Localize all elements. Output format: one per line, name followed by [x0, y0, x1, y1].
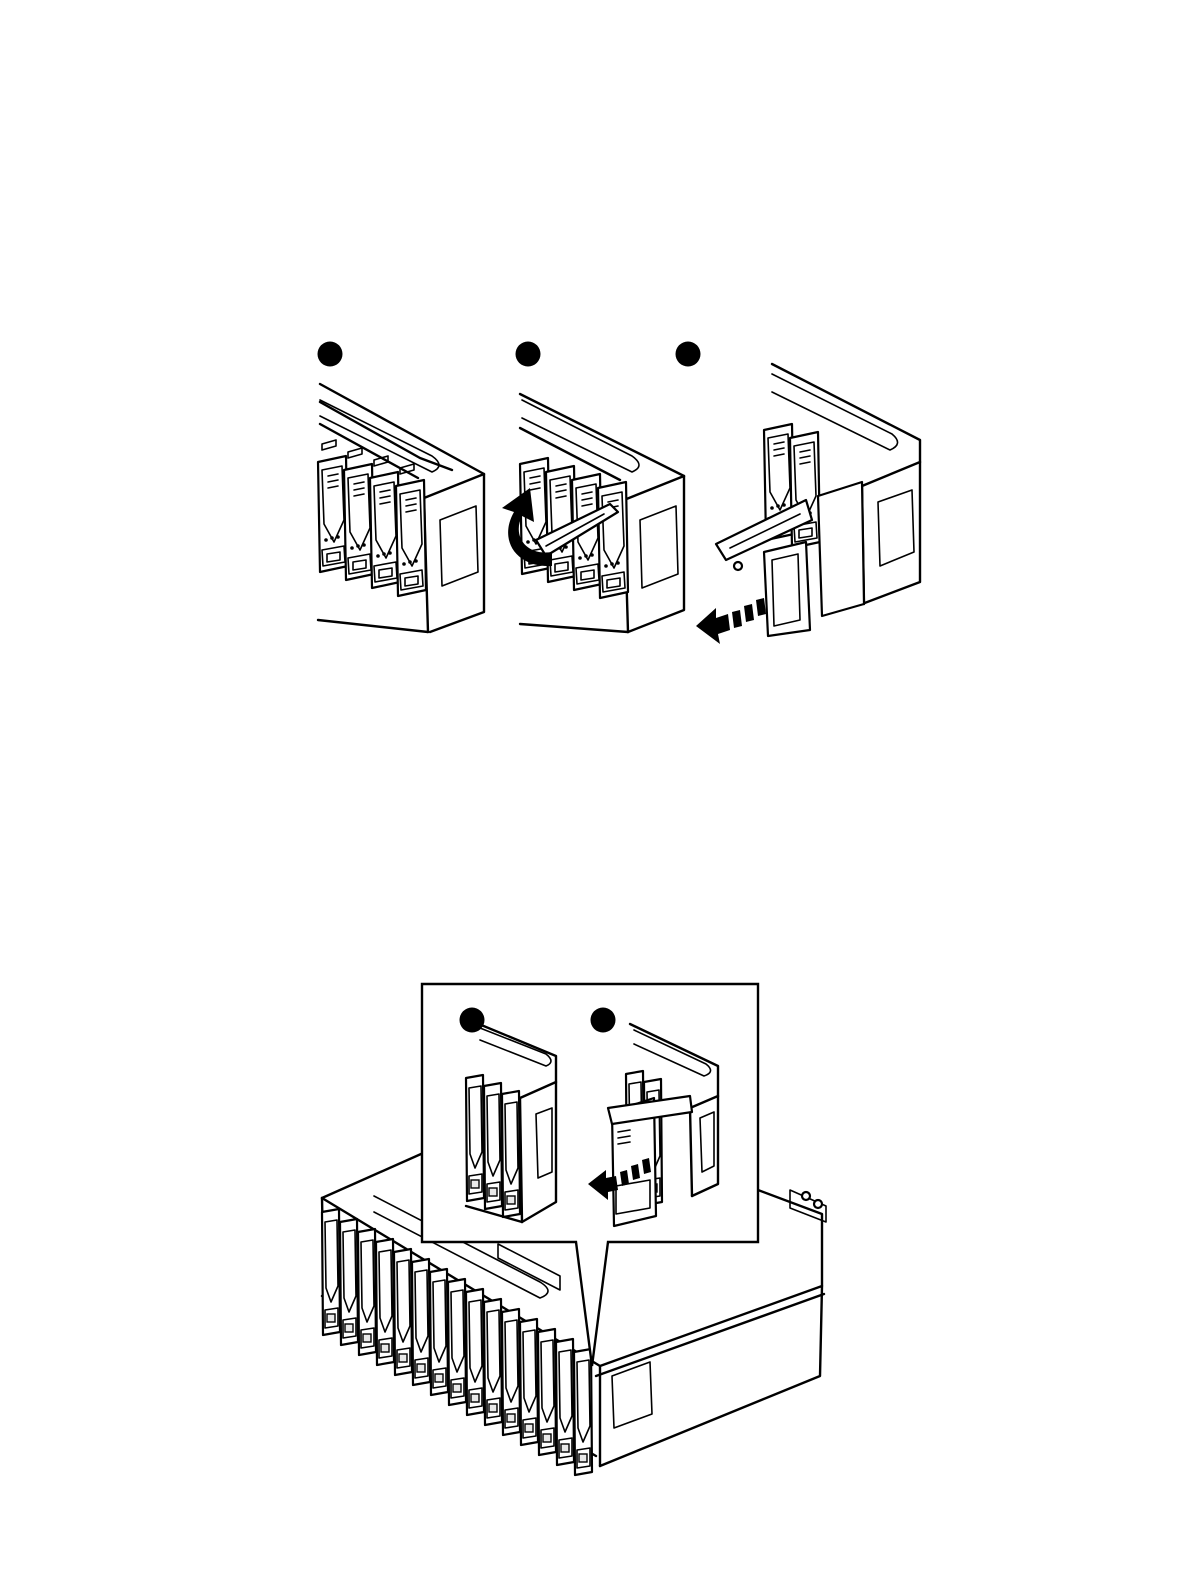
panel-step-1 [318, 342, 485, 633]
panel-step-2 [502, 342, 684, 633]
figure-1-removal-steps [318, 342, 921, 645]
pull-arrow-icon [696, 598, 766, 644]
step-1-marker [318, 342, 343, 367]
panel-step-3 [676, 342, 921, 645]
figure-2-enclosure [322, 984, 826, 1475]
callout-step-2-marker [591, 1008, 616, 1033]
step-3-marker [676, 342, 701, 367]
step-2-marker [516, 342, 541, 367]
